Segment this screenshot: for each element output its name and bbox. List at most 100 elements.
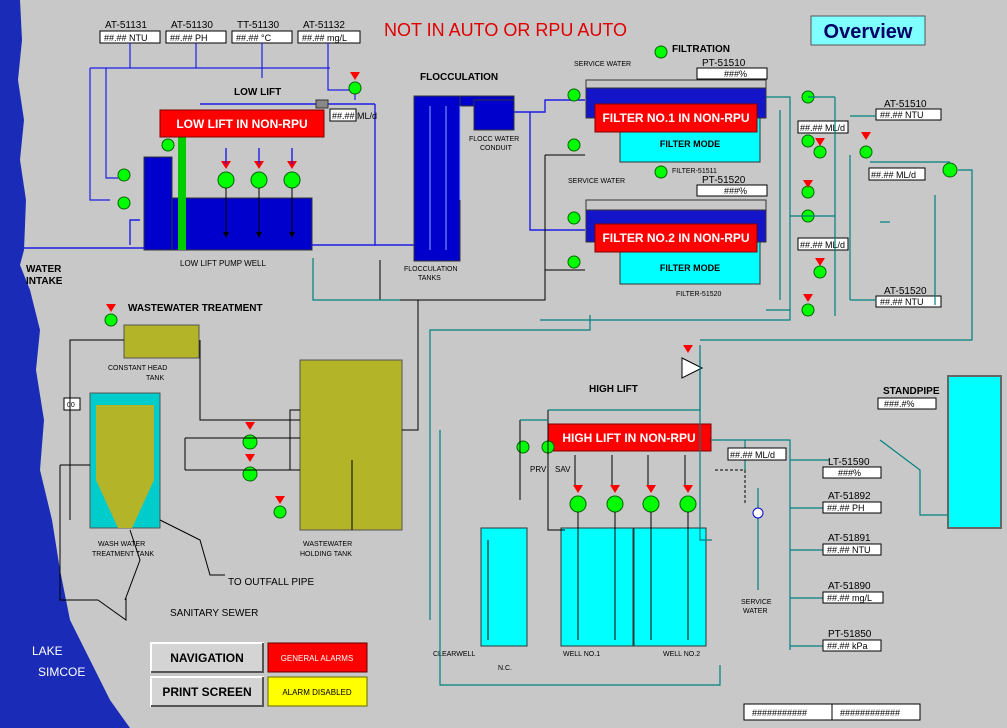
alarm-disabled-label: ALARM DISABLED <box>282 688 352 697</box>
at51510-value: ##.## NTU <box>880 110 924 120</box>
lake-label-2: SIMCOE <box>38 665 85 679</box>
footer-field-1-value: ########### <box>752 708 807 718</box>
at51890-tag: AT-51890 <box>828 581 871 592</box>
section-title-high-lift: HIGH LIFT <box>589 384 638 395</box>
low-lift-valve-indicator[interactable] <box>348 81 362 95</box>
pt51510[interactable]: PT-51510 ###% <box>696 58 768 80</box>
overview-label: Overview <box>824 21 913 43</box>
filter1-service-indicator <box>654 45 668 59</box>
pt51520-tag: PT-51520 <box>702 175 746 186</box>
sav-label: SAV <box>555 465 571 474</box>
backwash-pump[interactable] <box>942 162 958 178</box>
filter1-outlet-valve[interactable] <box>567 138 581 152</box>
oo-label: 00 <box>67 402 75 409</box>
low-lift-pump-3[interactable] <box>283 161 301 238</box>
footer-field-1: ########### <box>743 703 833 721</box>
at51890[interactable]: AT-51890 ##.## mg/L <box>822 581 884 604</box>
high-lift-teal-pipes <box>439 345 948 686</box>
high-lift-pipes <box>487 410 689 640</box>
high-lift-pump-3[interactable] <box>642 485 660 513</box>
well2-label: WELL NO.2 <box>663 651 700 658</box>
pt51850-value: ##.## kPa <box>827 641 868 651</box>
high-lift-pump-1[interactable] <box>569 485 587 513</box>
navigation-label: NAVIGATION <box>170 651 244 665</box>
filter2-outlet-valve[interactable] <box>567 255 581 269</box>
at51892-value: ##.## PH <box>827 503 865 513</box>
ww-pump-2[interactable] <box>242 454 258 482</box>
high-lift-pumps <box>569 485 697 513</box>
navigation-button[interactable]: NAVIGATION <box>150 642 264 673</box>
general-alarms-label: GENERAL ALARMS <box>281 654 354 663</box>
signal-line <box>715 469 746 505</box>
service-water-hl-2: WATER <box>743 608 768 615</box>
filter2-alarm-banner[interactable]: FILTER NO.2 IN NON-RPU <box>594 223 758 253</box>
wastewater-pipes <box>59 310 419 621</box>
general-alarms-button[interactable]: GENERAL ALARMS <box>267 642 368 673</box>
at51891-tag: AT-51891 <box>828 533 871 544</box>
low-lift-pump-2[interactable] <box>250 161 268 238</box>
flocculation-tanks <box>413 95 515 262</box>
standpipe-level-value: ###.#% <box>884 399 915 409</box>
outfall-label: TO OUTFALL PIPE <box>228 577 314 588</box>
backwash-flow-value: ##.## ML/d <box>871 170 916 180</box>
standpipe-tank <box>947 375 1002 529</box>
instrument-tag: AT-51131 <box>105 20 147 31</box>
flocculation-outlet-pipes <box>514 99 585 231</box>
instrument-tt51130[interactable]: TT-51130 ##.## °C <box>231 20 293 44</box>
at51520-tag: AT-51520 <box>884 286 927 297</box>
overview-button[interactable]: Overview <box>810 15 926 46</box>
ww-pump-1[interactable] <box>242 422 258 450</box>
at51891[interactable]: AT-51891 ##.## NTU <box>822 533 882 556</box>
low-lift-flow-meter <box>315 99 329 109</box>
low-lift-discharge-pipes <box>24 103 414 249</box>
high-lift-valve-alarm <box>683 345 693 353</box>
low-lift-pump-1[interactable] <box>217 161 235 238</box>
low-lift-alarm-banner[interactable]: LOW LIFT IN NON-RPU <box>159 109 325 138</box>
wash-water-label-1: WASH WATER <box>98 541 145 548</box>
instrument-at51131[interactable]: AT-51131 ##.## NTU <box>99 20 161 44</box>
well1-label: WELL NO.1 <box>563 651 600 658</box>
filter2-alarm-label: FILTER NO.2 IN NON-RPU <box>602 231 749 245</box>
pt51850[interactable]: PT-51850 ##.## kPa <box>822 629 882 652</box>
instrument-value: ##.## PH <box>170 33 208 43</box>
high-lift-flow-value: ##.## ML/d <box>730 450 775 460</box>
print-screen-button[interactable]: PRINT SCREEN <box>150 676 264 707</box>
lake-label-1: LAKE <box>32 644 63 658</box>
wastewater-alarm <box>106 304 116 312</box>
at51892-tag: AT-51892 <box>828 491 871 502</box>
filter1-inlet-valve[interactable] <box>567 88 581 102</box>
well-2-tank <box>633 527 707 647</box>
lt51590[interactable]: LT-51590 ###% <box>822 457 882 479</box>
service-water-hl-1: SERVICE <box>741 599 772 606</box>
high-lift-alarm-label: HIGH LIFT IN NON-RPU <box>562 431 695 445</box>
high-lift-alarm-banner[interactable]: HIGH LIFT IN NON-RPU <box>547 423 712 452</box>
ww-mixer[interactable] <box>273 496 287 519</box>
filter1-alarm-banner[interactable]: FILTER NO.1 IN NON-RPU <box>594 103 758 133</box>
pt51520[interactable]: PT-51520 ###% <box>696 175 768 197</box>
wastewater-indicator <box>104 313 118 327</box>
lt51590-tag: LT-51590 <box>828 457 870 468</box>
filter2-inlet-valve[interactable] <box>567 211 581 225</box>
section-title-wastewater: WASTEWATER TREATMENT <box>128 303 263 314</box>
high-lift-pump-4[interactable] <box>679 485 697 513</box>
flocc-conduit-label-2: CONDUIT <box>480 145 513 152</box>
at51892[interactable]: AT-51892 ##.## PH <box>822 491 882 514</box>
filter-outlet-pipes <box>379 154 585 345</box>
instrument-tag: AT-51132 <box>303 20 345 31</box>
instrument-at51132[interactable]: AT-51132 ##.## mg/L <box>297 20 361 44</box>
intake-valve-indicator-2 <box>117 196 131 210</box>
section-title-flocculation: FLOCCULATION <box>420 72 498 83</box>
high-lift-flow: ##.## ML/d <box>727 447 787 461</box>
ww-holding-label-2: HOLDING TANK <box>300 551 352 558</box>
constant-head-tank <box>123 324 200 359</box>
instrument-at51130[interactable]: AT-51130 ##.## PH <box>165 20 227 44</box>
alarm-disabled-button[interactable]: ALARM DISABLED <box>267 676 368 707</box>
low-lift-valve-alarm <box>350 72 360 80</box>
at51510[interactable]: AT-51510 ##.## NTU <box>875 99 942 121</box>
instrument-value: ##.## °C <box>236 33 272 43</box>
standpipe-level[interactable]: ###.#% <box>877 397 937 410</box>
high-lift-pump-2[interactable] <box>606 485 624 513</box>
at51520[interactable]: AT-51520 ##.## NTU <box>875 286 942 308</box>
low-lift-pump-well <box>143 135 313 251</box>
constant-head-label-2: TANK <box>146 375 164 382</box>
